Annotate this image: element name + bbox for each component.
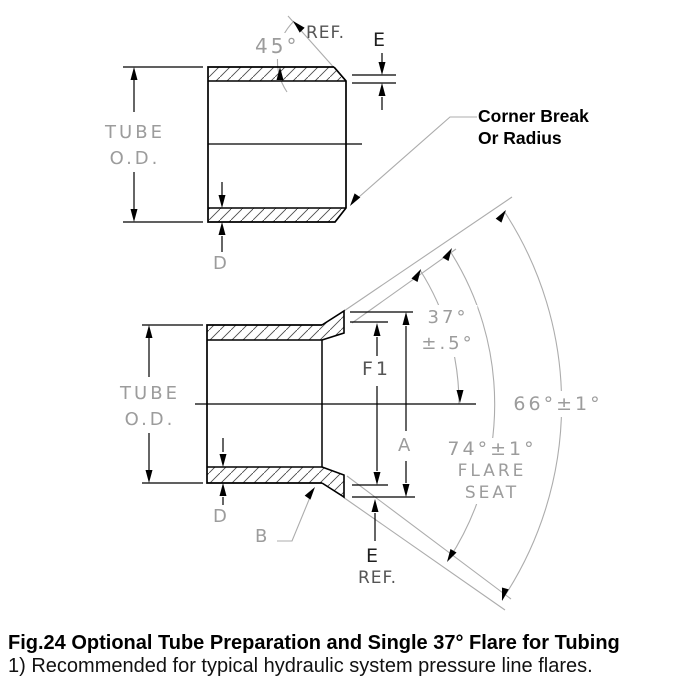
dimension-lines (123, 53, 476, 541)
flare-cone-line-top-inner (351, 248, 457, 324)
dim-d-label-bottom: D (213, 506, 230, 527)
dim-d-label-top: D (213, 253, 230, 274)
dim-a-label: A (395, 433, 417, 459)
figure-caption-note: 1) Recommended for typical hydraulic sys… (8, 655, 593, 677)
flare-seat-line3: SEAT (464, 483, 520, 503)
dim-e-ref-label: REF. (358, 568, 398, 588)
corner-break-line1: Corner Break (478, 106, 589, 126)
flare-cone-line-top-outer (343, 196, 513, 312)
corner-break-line2: Or Radius (478, 128, 562, 148)
tube-od-top-line1: TUBE (105, 122, 165, 143)
flare-seat-label: 74°±1° FLARE SEAT (444, 438, 540, 504)
figure-caption-title: Fig.24 Optional Tube Preparation and Sin… (8, 632, 620, 654)
tube-od-bottom-line1: TUBE (120, 383, 180, 404)
flare-angle-label: 37° ±.5° (418, 305, 478, 357)
dim-f1-label: F1 (359, 356, 395, 382)
corner-break-callout: Corner Break Or Radius (478, 105, 589, 149)
section-hatching (207, 67, 346, 497)
tube-od-bottom-line2: O.D. (124, 409, 176, 430)
upper-tube-section-outline (207, 66, 347, 223)
dim-e-label-bottom: E (366, 545, 382, 567)
flare-tube-section-outline (206, 309, 345, 499)
dim-e-label-top: E (373, 29, 389, 51)
dim-b-label: B (255, 526, 271, 547)
corner-break-leader (350, 116, 477, 205)
tube-od-top-line2: O.D. (109, 148, 161, 169)
flare-cone-line-bottom-outer (342, 496, 506, 611)
flare-angle-line2: ±.5° (421, 333, 475, 354)
tube-od-label-bottom: TUBE O.D. (117, 381, 183, 433)
flare-seat-line2: FLARE (457, 461, 527, 481)
flare-seat-line1: 74°±1° (447, 438, 537, 460)
chamfer-ref-label: REF. (306, 23, 346, 43)
cone-angle-label: 66°±1° (510, 391, 606, 417)
tube-od-label-top: TUBE O.D. (102, 120, 168, 172)
flare-angle-line1: 37° (427, 307, 469, 328)
dim-b-leader (277, 489, 314, 542)
angle-74-arc (448, 250, 496, 560)
chamfer-angle-label: 45° (252, 33, 303, 59)
